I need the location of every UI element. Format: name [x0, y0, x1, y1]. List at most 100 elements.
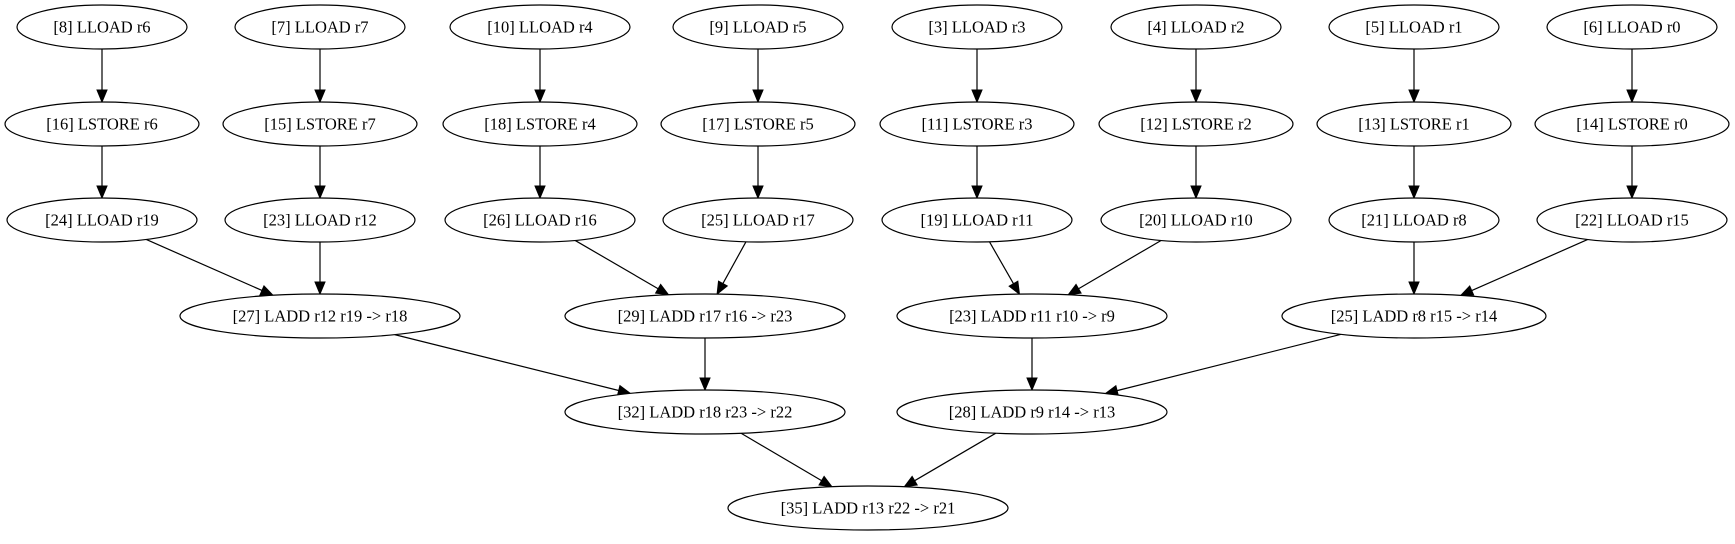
node-ellipse: [896, 389, 1168, 435]
node-ellipse: [224, 197, 416, 243]
node-ellipse: [564, 389, 846, 435]
edge-line: [914, 432, 997, 482]
edge-n18-to-n26: [534, 146, 546, 200]
graph-node-n10: [10] LLOAD r4: [449, 4, 631, 50]
edge-line: [1078, 239, 1162, 290]
edge-n13-to-n21: [1408, 146, 1420, 200]
graph-node-n22: [22] LLOAD r15: [1536, 197, 1728, 243]
graph-node-n6: [6] LLOAD r0: [1546, 4, 1718, 50]
node-label: [10] LLOAD r4: [487, 18, 592, 37]
edge-n17-to-n25a: [752, 146, 764, 200]
node-label: [25] LADD r8 r15 -> r14: [1331, 307, 1497, 326]
node-label: [21] LLOAD r8: [1361, 211, 1466, 230]
edge-n15-to-n23a: [314, 146, 326, 200]
node-ellipse: [16, 4, 188, 50]
graph-node-n11: [11] LSTORE r3: [879, 101, 1075, 147]
edge-n11-to-n19: [971, 146, 983, 200]
node-label: [4] LLOAD r2: [1147, 18, 1244, 37]
graph-node-n13: [13] LSTORE r1: [1316, 101, 1512, 147]
node-label: [17] LSTORE r5: [702, 115, 814, 134]
node-label: [19] LLOAD r11: [920, 211, 1033, 230]
arrowhead-icon: [534, 89, 546, 104]
graph-node-n23a: [23] LLOAD r12: [224, 197, 416, 243]
node-ellipse: [449, 4, 631, 50]
arrowhead-icon: [1626, 89, 1638, 104]
edge-line: [988, 241, 1015, 284]
edges-layer: [96, 49, 1638, 488]
node-ellipse: [727, 485, 1009, 531]
graph-node-n20: [20] LLOAD r10: [1100, 197, 1292, 243]
node-ellipse: [1536, 197, 1728, 243]
node-ellipse: [881, 197, 1073, 243]
arrowhead-icon: [1408, 89, 1420, 104]
node-label: [26] LLOAD r16: [483, 211, 597, 230]
edge-n25b-to-n28: [1104, 333, 1342, 397]
node-label: [32] LADD r18 r23 -> r22: [618, 403, 793, 422]
graph-node-n7: [7] LLOAD r7: [234, 4, 406, 50]
arrowhead-icon: [1067, 283, 1082, 296]
graph-node-n12: [12] LSTORE r2: [1098, 101, 1294, 147]
edge-n21-to-n25b: [1408, 242, 1420, 296]
node-ellipse: [896, 293, 1168, 339]
node-ellipse: [660, 101, 856, 147]
edge-n8-to-n16: [96, 49, 108, 104]
node-ellipse: [1534, 101, 1730, 147]
edge-line: [740, 432, 822, 482]
edge-n27-to-n32: [394, 334, 632, 396]
graph-node-n25b: [25] LADD r8 r15 -> r14: [1281, 293, 1547, 339]
edge-line: [1471, 238, 1589, 292]
node-label: [28] LADD r9 r14 -> r13: [949, 403, 1115, 422]
edge-n9-to-n17: [752, 49, 764, 104]
edge-n29-to-n32: [699, 338, 711, 392]
graph-node-n9: [9] LLOAD r5: [672, 4, 844, 50]
graph-node-n32: [32] LADD r18 r23 -> r22: [564, 389, 846, 435]
node-ellipse: [1110, 4, 1282, 50]
edge-line: [145, 238, 263, 291]
node-label: [18] LSTORE r4: [484, 115, 596, 134]
node-ellipse: [564, 293, 846, 339]
node-ellipse: [1546, 4, 1718, 50]
edge-n26-to-n29: [574, 239, 670, 296]
node-ellipse: [891, 4, 1063, 50]
node-label: [12] LSTORE r2: [1140, 115, 1252, 134]
node-label: [20] LLOAD r10: [1139, 211, 1253, 230]
node-label: [14] LSTORE r0: [1576, 115, 1688, 134]
edge-line: [722, 241, 747, 284]
arrowhead-icon: [699, 377, 711, 392]
graph-node-n24: [24] LLOAD r19: [6, 197, 198, 243]
node-ellipse: [1100, 197, 1292, 243]
arrowhead-icon: [1408, 281, 1420, 296]
node-label: [3] LLOAD r3: [928, 18, 1025, 37]
arrowhead-icon: [716, 280, 729, 296]
node-label: [27] LADD r12 r19 -> r18: [233, 307, 408, 326]
edge-n22-to-n25b: [1459, 238, 1589, 296]
node-label: [13] LSTORE r1: [1358, 115, 1470, 134]
arrowhead-icon: [1026, 377, 1038, 392]
nodes-layer: [8] LLOAD r6 [7] LLOAD r7 [10] LLOAD r4 [9]…: [4, 4, 1730, 531]
edge-n5-to-n13: [1408, 49, 1420, 104]
edge-n16-to-n24: [96, 146, 108, 200]
arrowhead-icon: [96, 89, 108, 104]
graph-node-n8: [8] LLOAD r6: [16, 4, 188, 50]
node-ellipse: [1316, 101, 1512, 147]
node-label: [15] LSTORE r7: [264, 115, 376, 134]
arrowhead-icon: [818, 475, 834, 488]
arrowhead-icon: [1626, 185, 1638, 200]
graph-node-n16: [16] LSTORE r6: [4, 101, 200, 147]
node-label: [23] LADD r11 r10 -> r9: [949, 307, 1115, 326]
node-ellipse: [879, 101, 1075, 147]
node-ellipse: [1281, 293, 1547, 339]
graph-node-n28: [28] LADD r9 r14 -> r13: [896, 389, 1168, 435]
node-ellipse: [442, 101, 638, 147]
arrowhead-icon: [1459, 285, 1475, 296]
edge-n4-to-n12: [1190, 49, 1202, 104]
graph-node-n15: [15] LSTORE r7: [222, 101, 418, 147]
edge-n23a-to-n27: [314, 242, 326, 296]
arrowhead-icon: [1190, 185, 1202, 200]
node-label: [25] LLOAD r17: [701, 211, 815, 230]
arrowhead-icon: [1008, 280, 1021, 296]
node-label: [5] LLOAD r1: [1365, 18, 1462, 37]
edge-n23b-to-n28: [1026, 338, 1038, 392]
graph-node-n27: [27] LADD r12 r19 -> r18: [179, 293, 461, 339]
